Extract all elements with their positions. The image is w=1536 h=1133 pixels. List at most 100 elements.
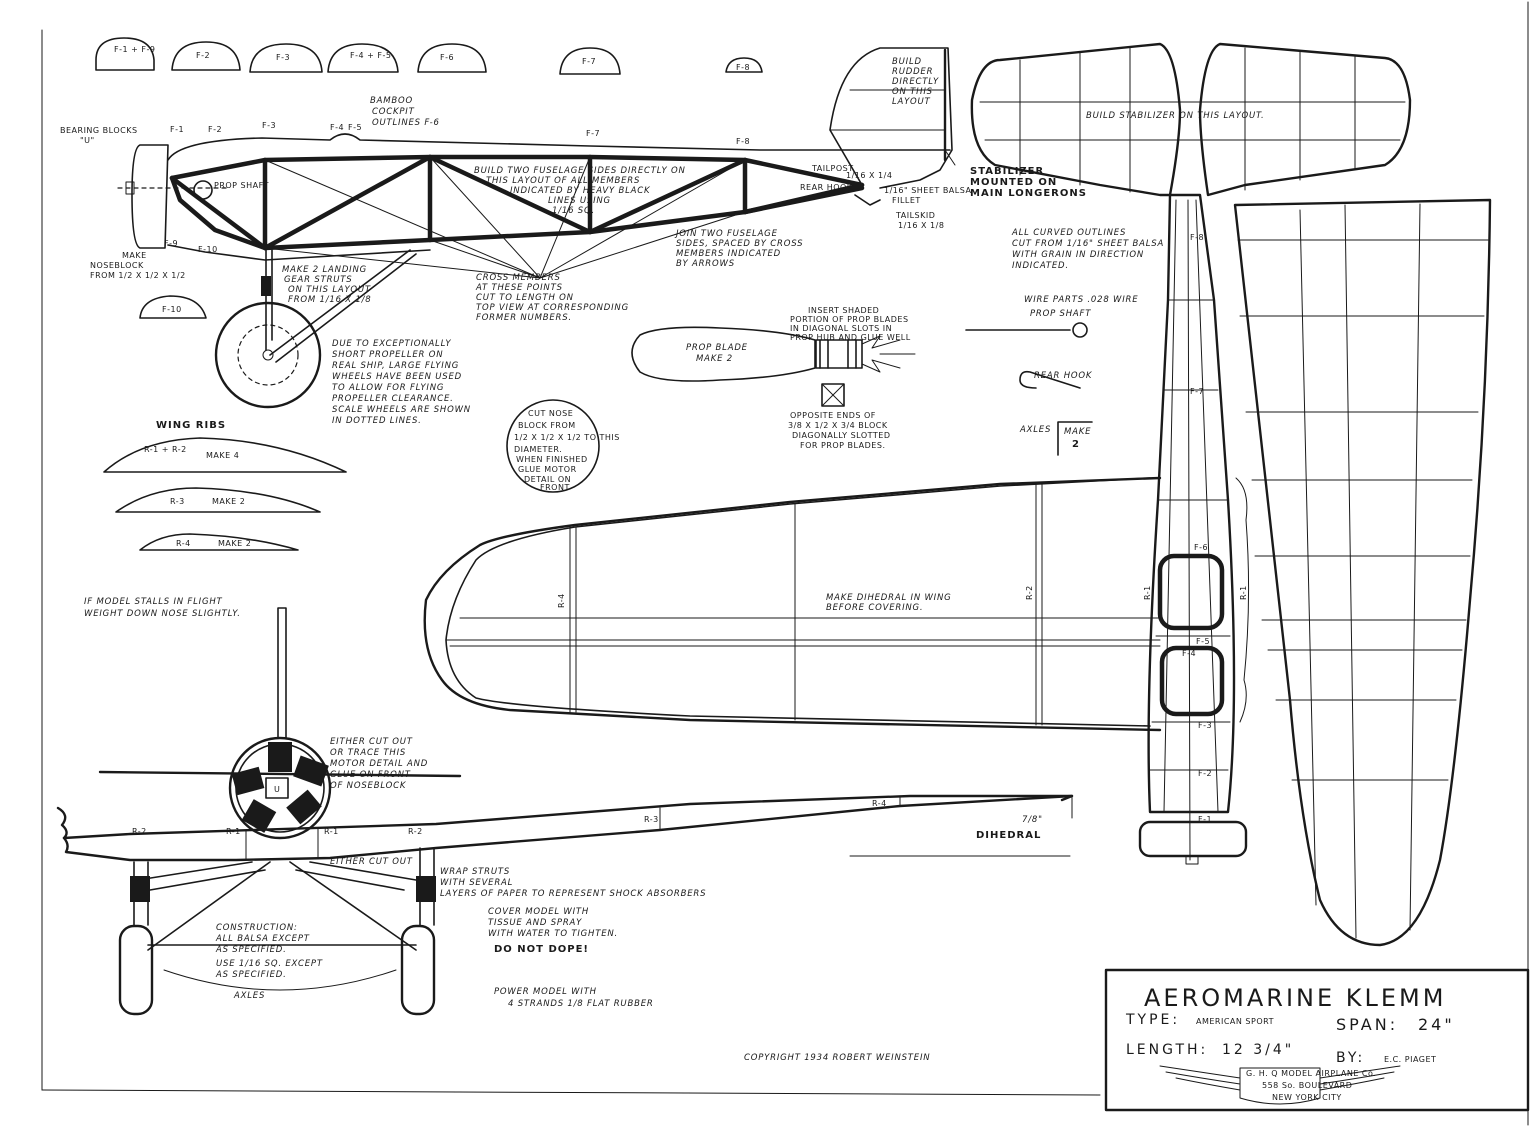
make-noseblock-line2: NOSEBLOCK <box>90 261 144 270</box>
either-note-line3: MOTOR DETAIL AND <box>330 759 428 769</box>
former-f3-label: F-3 <box>276 53 290 62</box>
outlines-label: OUTLINES F-6 <box>372 118 440 128</box>
landing-gear-line3: ON THIS LAYOUT <box>288 285 371 295</box>
prop-note-line5: TO ALLOW FOR FLYING <box>332 383 444 393</box>
side-f1-label: F-1 <box>170 125 184 134</box>
either-note-line5: OF NOSEBLOCK <box>330 781 407 791</box>
build-sides-line2: THIS LAYOUT OF ALL MEMBERS <box>486 176 640 186</box>
build-rudder-line1: BUILD <box>892 57 922 67</box>
nose-block-note: CUT NOSE BLOCK FROM 1/2 X 1/2 X 1/2 TO T… <box>506 399 620 493</box>
nose-note-line5: WHEN FINISHED <box>516 455 588 464</box>
front-r2b-label: R-2 <box>408 827 423 836</box>
power-note-line2: 4 STRANDS 1/8 FLAT RUBBER <box>508 999 654 1009</box>
make-noseblock-line1: MAKE <box>122 251 147 260</box>
nose-note-line1: CUT NOSE <box>528 409 573 418</box>
stabilizer-line1: STABILIZER <box>970 166 1044 177</box>
top-f1-label: F-1 <box>1198 815 1212 824</box>
side-f3-label: F-3 <box>262 121 276 130</box>
prop-insert-line1: INSERT SHADED <box>808 306 879 315</box>
wrap-struts-line2: WITH SEVERAL <box>440 878 513 888</box>
type-label: TYPE: <box>1125 1012 1180 1028</box>
cover-note-line4: DO NOT DOPE! <box>494 944 589 955</box>
rib-r1-r2-label: R-1 + R-2 <box>144 445 187 454</box>
former-f2-label: F-2 <box>196 51 210 60</box>
prop-shaft-side-label: PROP SHAFT <box>214 181 269 190</box>
propeller-clearance-note: DUE TO EXCEPTIONALLY SHORT PROPELLER ON … <box>332 339 470 426</box>
top-wing-r2-label: R-2 <box>1025 585 1034 600</box>
cross-members-line1: CROSS MEMBERS <box>476 273 561 283</box>
nose-note-line3: 1/2 X 1/2 X 1/2 TO THIS <box>514 433 620 442</box>
nose-note-line6: GLUE MOTOR <box>518 465 577 474</box>
cover-note: COVER MODEL WITH TISSUE AND SPRAY WITH W… <box>488 907 617 955</box>
top-f7-label: F-7 <box>1190 387 1204 396</box>
bamboo-label: BAMBOO <box>370 96 413 106</box>
side-f5-label: F-5 <box>348 123 362 132</box>
stall-note-line2: WEIGHT DOWN NOSE SLIGHTLY. <box>84 609 241 619</box>
bearing-blocks-label: BEARING BLOCKS <box>60 126 138 135</box>
prop-blade-detail: PROP BLADE MAKE 2 INSERT SHADED PORTION … <box>631 306 916 450</box>
rib-r3-label: R-3 <box>170 497 185 506</box>
cockpit-label: COCKPIT <box>372 107 415 117</box>
prop-ends-line3: DIAGONALLY SLOTTED <box>792 431 890 440</box>
former-f6-label: F-6 <box>440 53 454 62</box>
side-f7-label: F-7 <box>586 129 600 138</box>
former-f1-f9-label: F-1 + F-9 <box>114 45 155 54</box>
join-sides-line2: SIDES, SPACED BY CROSS <box>676 239 803 249</box>
sheet-balsa-label: 1/16" SHEET BALSA <box>884 186 971 195</box>
length-label: LENGTH: <box>1126 1042 1208 1058</box>
wire-parts: WIRE PARTS .028 WIRE PROP SHAFT REAR HOO… <box>965 295 1138 456</box>
prop-note-line1: DUE TO EXCEPTIONALLY <box>332 339 451 349</box>
side-f10-label: F-10 <box>198 245 218 254</box>
landing-gear-line2: GEAR STRUTS <box>284 275 352 285</box>
curved-note-line2: CUT FROM 1/16" SHEET BALSA <box>1012 239 1164 249</box>
prop-note-line3: REAL SHIP, LARGE FLYING <box>332 361 459 371</box>
dihedral-label: DIHEDRAL <box>976 830 1041 841</box>
power-note: POWER MODEL WITH 4 STRANDS 1/8 FLAT RUBB… <box>494 987 654 1009</box>
front-r3-label: R-3 <box>644 815 659 824</box>
front-r2a-label: R-2 <box>132 827 147 836</box>
company-line3: NEW YORK CITY <box>1272 1093 1342 1102</box>
stabilizer-line3: MAIN LONGERONS <box>970 188 1087 199</box>
former-f1-f9: F-1 + F-9 <box>95 37 155 71</box>
fillet-label: FILLET <box>892 196 921 205</box>
top-f6-label: F-6 <box>1194 543 1208 552</box>
former-f8-label: F-8 <box>736 63 750 72</box>
curved-note-line4: INDICATED. <box>1012 261 1069 271</box>
nose-note-line8: FRONT <box>540 483 570 492</box>
top-f4-label: F-4 <box>1182 649 1196 658</box>
cross-member-leaders <box>264 156 746 279</box>
prop-ends-line2: 3/8 X 1/2 X 3/4 BLOCK <box>788 421 888 430</box>
make-dihedral-line1: MAKE DIHEDRAL IN WING <box>826 593 952 603</box>
landing-gear-line4: FROM 1/16 X 1/8 <box>288 295 372 305</box>
prop-note-line6: PROPELLER CLEARANCE. <box>332 394 454 404</box>
prop-note-line8: IN DOTTED LINES. <box>332 416 422 426</box>
title-block: AEROMARINE KLEMM TYPE: AMERICAN SPORT SP… <box>1104 968 1530 1112</box>
build-rudder-line4: ON THIS <box>892 87 933 97</box>
construction-line5: AS SPECIFIED. <box>215 970 287 980</box>
power-note-line1: POWER MODEL WITH <box>494 987 597 997</box>
cross-members-line2: AT THESE POINTS <box>475 283 563 293</box>
stabilizer-line2: MOUNTED ON <box>970 177 1057 188</box>
construction-line4: USE 1/16 SQ. EXCEPT <box>216 959 323 969</box>
curved-note-line3: WITH GRAIN IN DIRECTION <box>1012 250 1144 260</box>
prop-ends-line1: OPPOSITE ENDS OF <box>790 411 876 420</box>
front-r4-label: R-4 <box>872 799 887 808</box>
wire-make-label: MAKE <box>1064 427 1091 437</box>
radial-engine-cylinders <box>231 742 329 833</box>
either-note-line1: EITHER CUT OUT <box>330 737 413 747</box>
side-f4-label: F-4 <box>330 123 344 132</box>
bearing-blocks-u-label: "U" <box>80 136 95 145</box>
fuselage-side-view: BEARING BLOCKS "U" BAMBOO COCKPIT OUTLIN… <box>60 47 1087 409</box>
landing-gear-line1: MAKE 2 LANDING <box>282 265 367 275</box>
company-wings-logo <box>1159 1065 1401 1105</box>
curved-outlines-note: ALL CURVED OUTLINES CUT FROM 1/16" SHEET… <box>1011 228 1164 271</box>
type-value: AMERICAN SPORT <box>1196 1017 1274 1026</box>
former-f2: F-2 <box>171 41 241 71</box>
former-f10-label: F-10 <box>162 305 182 314</box>
top-wing-r1b-label: R-1 <box>1239 585 1248 600</box>
build-stabilizer-label: BUILD STABILIZER ON THIS LAYOUT. <box>1086 111 1264 121</box>
build-rudder-line2: RUDDER <box>892 67 933 77</box>
wing-ribs-title: WING RIBS <box>156 420 226 431</box>
tailskid-size-label: 1/16 X 1/8 <box>898 221 944 230</box>
former-f6: F-6 <box>417 43 487 73</box>
